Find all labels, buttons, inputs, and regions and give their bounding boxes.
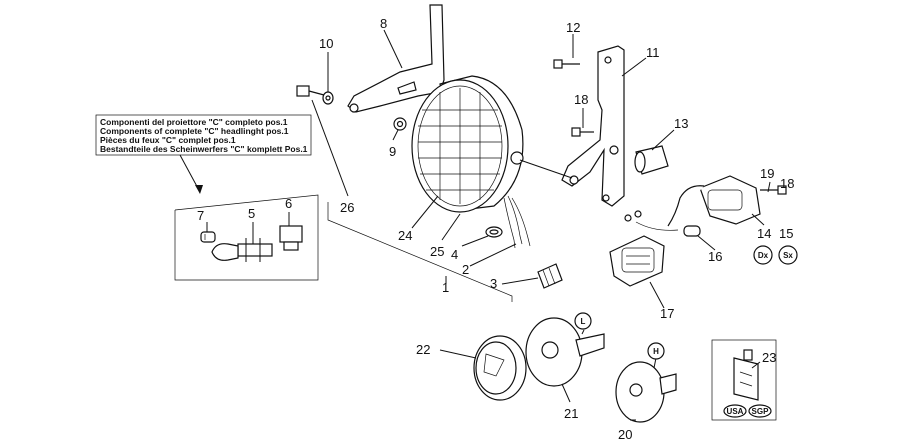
label-12: 12 [566,20,580,35]
rubber-mount-part [634,145,669,175]
bolt-part [296,85,334,105]
caption-line-1: Componenti del proiettore "C" completo p… [100,117,288,127]
part-number-labels: 1 2 3 4 5 6 7 8 9 10 11 12 13 14 15 16 1… [197,16,794,441]
svg-text:Sx: Sx [783,251,793,260]
leader-lines [311,29,771,421]
horn-high-tone-part [615,361,677,423]
bolt-12-part [553,59,580,69]
label-3: 3 [490,276,497,291]
label-25: 25 [430,244,444,259]
badge-usa: USA [723,404,747,418]
label-10: 10 [319,36,333,51]
grommet-part [485,226,503,238]
caption-line-4: Bestandteile des Scheinwerfers "C" kompl… [100,144,308,154]
svg-text:L: L [581,317,586,326]
svg-text:SGP: SGP [752,407,770,416]
label-19: 19 [760,166,774,181]
label-18-right: 18 [780,176,794,191]
svg-text:USA: USA [727,407,744,416]
label-7: 7 [197,208,204,223]
horn-low-tone-part [525,317,605,387]
svg-text:Dx: Dx [758,251,769,260]
label-21: 21 [564,406,578,421]
caption-box: Componenti del proiettore "C" completo p… [95,114,312,194]
small-bulb-part [200,231,216,243]
badge-sx: Sx [778,245,798,265]
label-18-left: 18 [574,92,588,107]
wire-terminals [624,210,642,222]
svg-text:H: H [653,347,659,356]
label-24: 24 [398,228,412,243]
caption-line-2: Components of complete "C" headlinght po… [100,126,289,136]
horn-cover-part [473,335,527,401]
bulb-connector-part [279,225,303,251]
indicator-lens-part [609,235,665,287]
bulb-kit-box [174,194,319,281]
bolt-18-left-part [571,127,594,137]
turn-indicator-part [635,175,761,231]
badge-l: L [574,312,592,330]
badge-h: H [647,342,665,360]
headlight-bracket-right [561,45,625,207]
label-11: 11 [646,45,660,60]
label-2: 2 [462,262,469,277]
label-8: 8 [380,16,387,31]
caption-line-3: Pièces du feux "C" complet pos.1 [100,135,236,145]
label-6: 6 [285,196,292,211]
label-15: 15 [779,226,793,241]
wire-connector-part [537,263,563,289]
label-5: 5 [248,206,255,221]
label-1: 1 [442,280,449,295]
headlight-lens-pattern [418,88,502,204]
label-23: 23 [762,350,776,365]
headlight-unit [411,75,531,249]
label-13: 13 [674,116,688,131]
label-26: 26 [340,200,354,215]
headlight-bracket-left [347,4,445,131]
h4-bulb-part [211,238,273,262]
label-4: 4 [451,247,458,262]
label-22: 22 [416,342,430,357]
label-9: 9 [389,144,396,159]
label-16: 16 [708,249,722,264]
badge-sgp: SGP [748,404,772,418]
reflector-kit-box [711,339,777,421]
label-17: 17 [660,306,674,321]
badge-dx: Dx [753,245,773,265]
bolt-19-part [760,185,787,195]
label-14: 14 [757,226,771,241]
indicator-bulb-part [683,225,701,237]
headlight-group-bracket [327,202,513,302]
label-20: 20 [618,427,632,441]
